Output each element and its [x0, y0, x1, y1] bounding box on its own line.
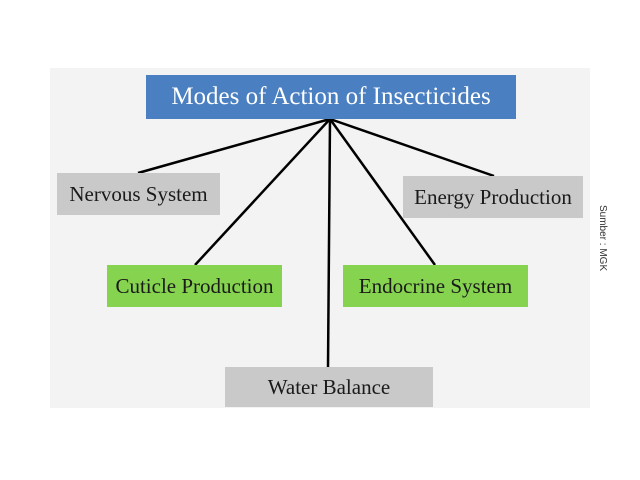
diagram-background	[50, 68, 590, 408]
root-node: Modes of Action of Insecticides	[146, 75, 516, 119]
node-endocrine-system: Endocrine System	[343, 265, 528, 307]
node-nervous-system: Nervous System	[57, 173, 220, 215]
node-cuticle-production: Cuticle Production	[107, 265, 282, 307]
source-note: Sumber : MGK	[597, 205, 608, 272]
node-water-balance: Water Balance	[225, 367, 433, 407]
edge-root-endocrine	[328, 118, 437, 266]
edge-root-nervous	[137, 117, 331, 175]
node-energy-production: Energy Production	[403, 176, 583, 218]
edge-root-cuticle	[194, 118, 331, 266]
edge-root-energy	[329, 117, 495, 178]
edge-root-water	[326, 118, 332, 368]
